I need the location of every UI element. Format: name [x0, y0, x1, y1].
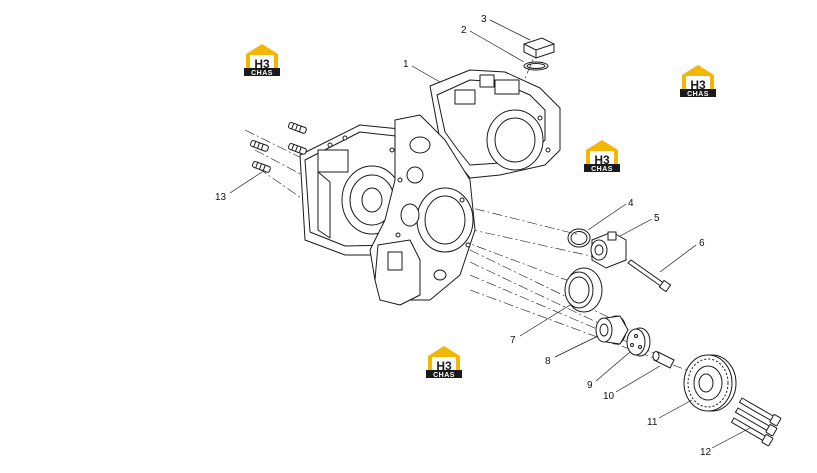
callout-9: 9: [587, 380, 593, 391]
svg-text:CHAS: CHAS: [251, 70, 273, 77]
svg-text:CHAS: CHAS: [433, 372, 455, 379]
seal-ring: [564, 267, 603, 313]
long-bolt: [627, 259, 672, 293]
o-ring: [567, 228, 591, 248]
svg-text:CHAS: CHAS: [591, 166, 613, 173]
callout-3: 3: [481, 14, 487, 25]
callout-12: 12: [700, 447, 712, 458]
watermark-logo: H3 CHAS: [244, 44, 280, 77]
gear-housing: [299, 69, 561, 306]
callout-10: 10: [603, 391, 615, 402]
leader-lines: [229, 19, 751, 449]
callout-4: 4: [628, 198, 634, 209]
watermark-logo: H3 CHAS: [584, 140, 620, 173]
callout-11: 11: [647, 417, 658, 428]
callout-1: 1: [403, 59, 409, 70]
callout-8: 8: [545, 356, 551, 367]
callout-7: 7: [510, 335, 516, 346]
watermark-logo: H3 CHAS: [426, 346, 462, 379]
callout-6: 6: [699, 238, 705, 249]
idler-gear: [683, 354, 737, 412]
o-ring-small: [523, 61, 549, 71]
shaft-pin: [652, 351, 675, 369]
svg-text:H3: H3: [254, 57, 270, 71]
gear-bolts: [730, 397, 782, 447]
callout-13: 13: [215, 192, 227, 203]
callout-2: 2: [461, 25, 467, 36]
spacer-disc: [626, 327, 651, 357]
svg-text:H3: H3: [594, 153, 610, 167]
watermark-logo: H3 CHAS: [680, 65, 716, 98]
svg-text:CHAS: CHAS: [687, 91, 709, 98]
svg-text:H3: H3: [436, 359, 452, 373]
svg-text:H3: H3: [690, 78, 706, 92]
callout-5: 5: [654, 213, 660, 224]
bearing-hub: [595, 315, 629, 345]
stud-bolts: [250, 122, 307, 173]
breather-cap: [523, 37, 555, 59]
sensor-housing: [590, 231, 627, 269]
